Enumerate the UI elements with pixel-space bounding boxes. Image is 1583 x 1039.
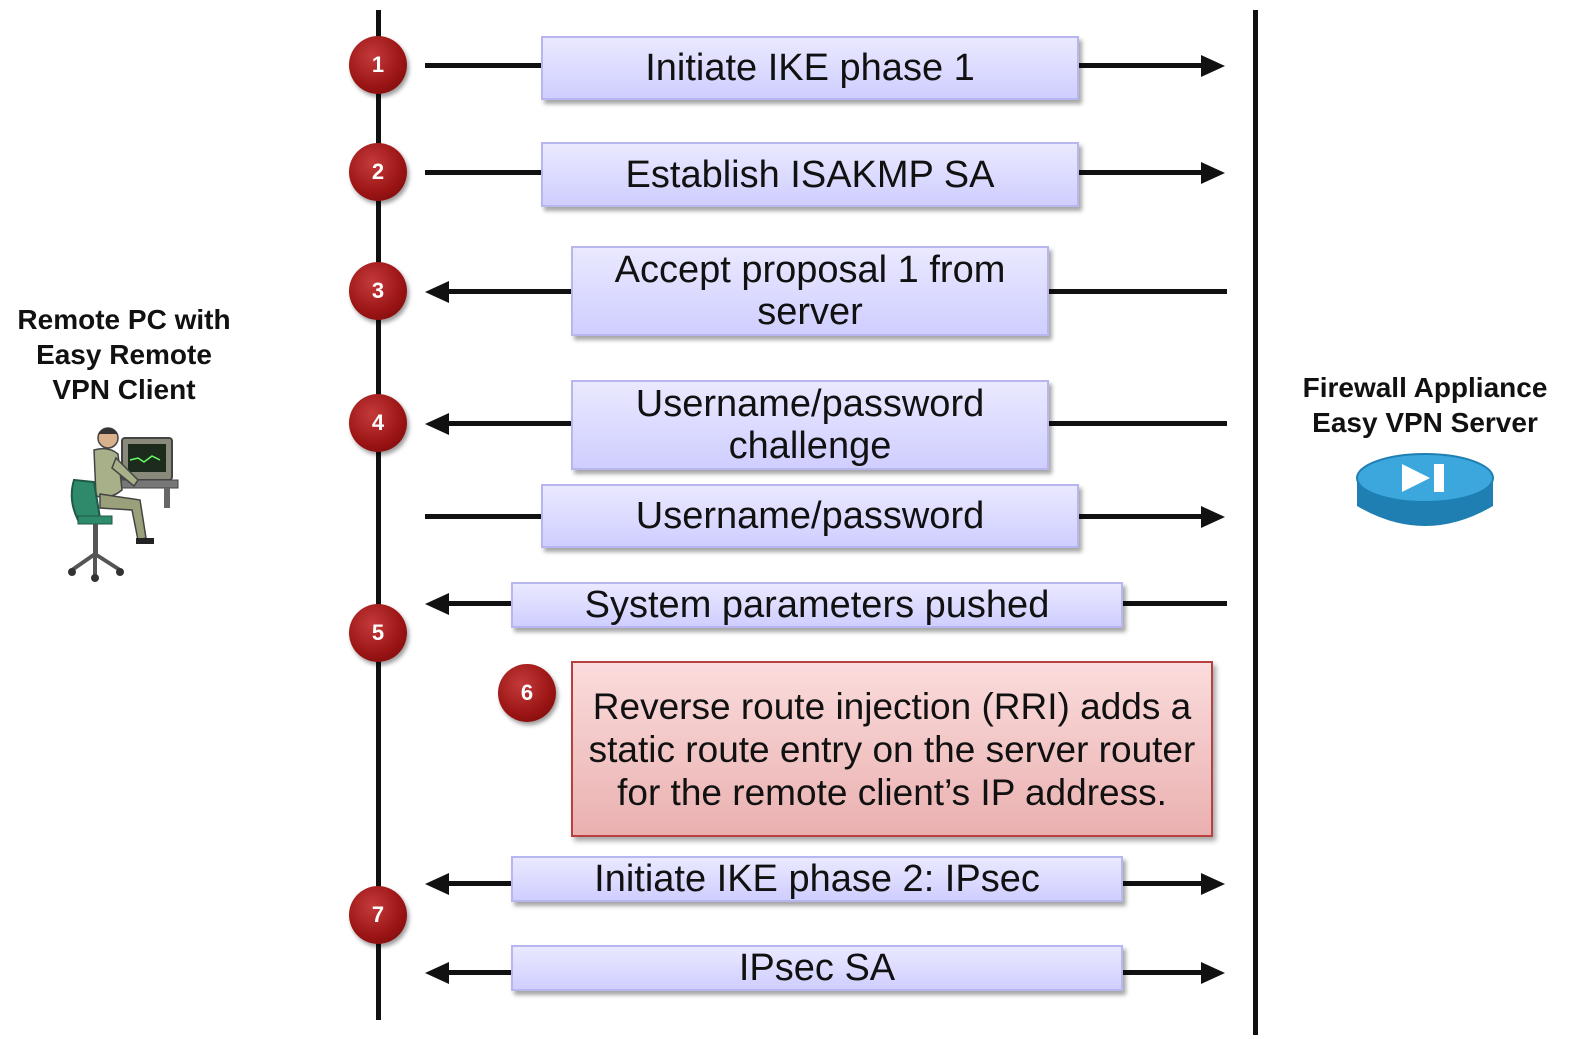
arrow-left-icon: [425, 593, 449, 615]
step-number: 7: [371, 902, 385, 927]
person-at-computer-icon: [68, 427, 179, 582]
client-label-line: Easy Remote: [36, 339, 212, 370]
step-badge: 7: [349, 886, 407, 944]
server-label-line: Firewall Appliance: [1302, 372, 1548, 403]
server-label-line: Easy VPN Server: [1312, 407, 1538, 438]
arrow-left-icon: [425, 281, 449, 303]
arrow-right-icon: [1201, 162, 1225, 184]
step-number: 1: [371, 52, 385, 77]
step-number: 3: [371, 278, 385, 303]
step-badge: 1: [349, 36, 407, 94]
message-box: Initiate IKE phase 2: IPsec: [511, 856, 1123, 902]
arrow-left-icon: [425, 962, 449, 984]
message-box: System parameters pushed: [511, 582, 1123, 628]
step-number: 2: [371, 159, 385, 184]
step-number: 6: [520, 680, 534, 705]
rri-note-box: Reverse route injection (RRI) adds a sta…: [571, 661, 1213, 837]
message-box: Username/password: [541, 484, 1079, 548]
arrow-right-icon: [1201, 962, 1225, 984]
message-box: Initiate IKE phase 1: [541, 36, 1079, 100]
step-number: 5: [371, 620, 385, 645]
arrow-left-icon: [425, 413, 449, 435]
arrow-right-icon: [1201, 873, 1225, 895]
note-text: Reverse route injection (RRI) adds a sta…: [588, 685, 1196, 813]
message-box: Accept proposal 1 from server: [571, 246, 1049, 336]
message-text: Initiate IKE phase 1: [645, 47, 975, 89]
server-label: Firewall Appliance Easy VPN Server: [1280, 370, 1570, 440]
step-badge: 3: [349, 262, 407, 320]
firewall-appliance-icon: [1356, 453, 1494, 526]
arrow-left-icon: [425, 873, 449, 895]
message-text: Username/password challenge: [635, 383, 985, 467]
client-label: Remote PC with Easy Remote VPN Client: [0, 302, 248, 407]
message-box: IPsec SA: [511, 945, 1123, 991]
step-number: 4: [371, 410, 385, 435]
arrow-right-icon: [1201, 506, 1225, 528]
client-label-line: VPN Client: [52, 374, 196, 405]
message-text: IPsec SA: [738, 947, 896, 989]
message-box: Establish ISAKMP SA: [541, 142, 1079, 207]
message-text: Username/password: [635, 495, 985, 537]
step-badge: 4: [349, 394, 407, 452]
step-badge: 2: [349, 143, 407, 201]
step-badge: 6: [498, 664, 556, 722]
message-text: Initiate IKE phase 2: IPsec: [594, 858, 1040, 900]
message-box: Username/password challenge: [571, 380, 1049, 470]
step-badge: 5: [349, 604, 407, 662]
server-lifeline: [1253, 10, 1258, 1035]
message-text: Establish ISAKMP SA: [625, 153, 995, 196]
arrow-right-icon: [1201, 55, 1225, 77]
message-text: System parameters pushed: [584, 584, 1050, 626]
message-text: Accept proposal 1 from server: [614, 249, 1006, 333]
client-lifeline: [376, 10, 381, 1020]
client-label-line: Remote PC with: [17, 304, 231, 335]
